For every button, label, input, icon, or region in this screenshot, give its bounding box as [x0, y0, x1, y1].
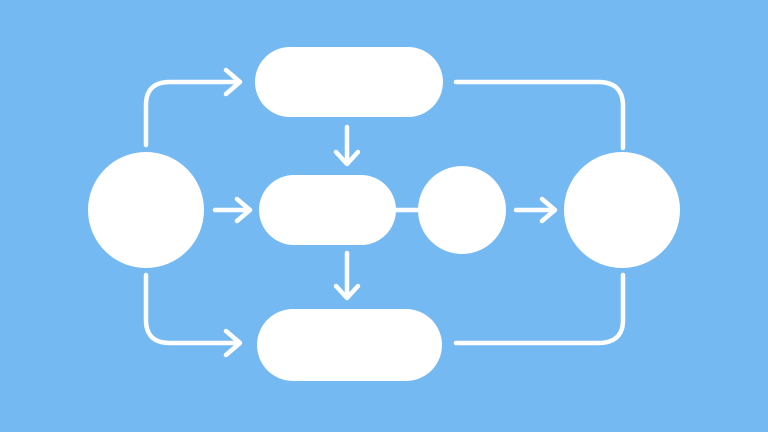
- connector-start-to-bottom: [143, 272, 243, 358]
- connector-line: [143, 272, 241, 346]
- nodes: [88, 47, 680, 381]
- top-process-node: [255, 47, 443, 117]
- start-node: [88, 152, 204, 268]
- arrowhead-icon: [333, 149, 361, 167]
- arrowhead-icon: [223, 328, 243, 358]
- connector-line: [143, 79, 241, 148]
- middle-process-node: [259, 175, 396, 245]
- arrowhead-icon: [234, 196, 253, 224]
- connector-junction-to-end: [513, 196, 558, 224]
- connector-middle-to-bottom: [333, 250, 361, 301]
- arrowhead-icon: [539, 196, 558, 224]
- connector-start-to-middle: [212, 196, 253, 224]
- junction-node: [418, 166, 506, 254]
- connector-top-to-middle: [333, 124, 361, 167]
- bottom-process-node: [257, 309, 442, 381]
- end-node: [564, 152, 680, 268]
- arrowhead-icon: [223, 67, 243, 97]
- connector-top-to-end: [453, 79, 626, 151]
- connector-line: [453, 272, 626, 346]
- connectors: [143, 67, 626, 358]
- arrowhead-icon: [333, 283, 361, 301]
- connector-start-to-top: [143, 67, 243, 148]
- connector-bottom-to-end: [453, 272, 626, 346]
- connector-line: [453, 79, 626, 151]
